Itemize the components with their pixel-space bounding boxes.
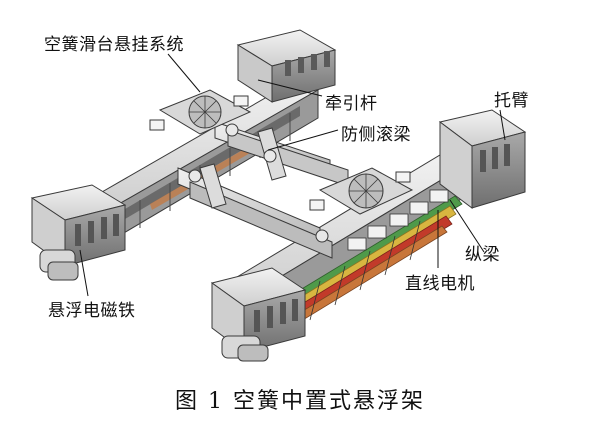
figure-caption: 图 1 空簧中置式悬浮架 — [175, 389, 425, 414]
leader-anti-roll-beam — [267, 129, 339, 151]
left-rear-end-block — [236, 29, 337, 103]
leader-longitudinal-beam — [449, 199, 485, 253]
linear-motor-windings — [287, 189, 463, 327]
label-levitation-electromagnet: 悬浮电磁铁 — [48, 301, 136, 321]
label-longitudinal-beam: 纵梁 — [465, 245, 500, 265]
leader-lines — [79, 53, 506, 297]
right-rear-end-block — [438, 109, 527, 209]
label-bracket-arm: 托臂 — [494, 91, 529, 111]
leader-suspension — [167, 53, 201, 93]
label-anti-roll-beam: 防侧滚梁 — [341, 125, 411, 145]
leader-traction-rod — [257, 79, 323, 97]
left-front-end-block — [30, 184, 127, 281]
leader-electromagnet — [79, 249, 89, 297]
right-front-end-block — [210, 267, 307, 362]
air-spring-slide-platform-front — [309, 167, 414, 215]
label-air-spring-slide-suspension: 空簧滑台悬挂系统 — [44, 35, 184, 55]
label-traction-rod: 牵引杆 — [325, 94, 378, 114]
leader-bracket-arm — [499, 109, 506, 141]
label-linear-motor: 直线电机 — [405, 274, 475, 294]
air-spring-slide-platform-rear — [149, 89, 252, 135]
